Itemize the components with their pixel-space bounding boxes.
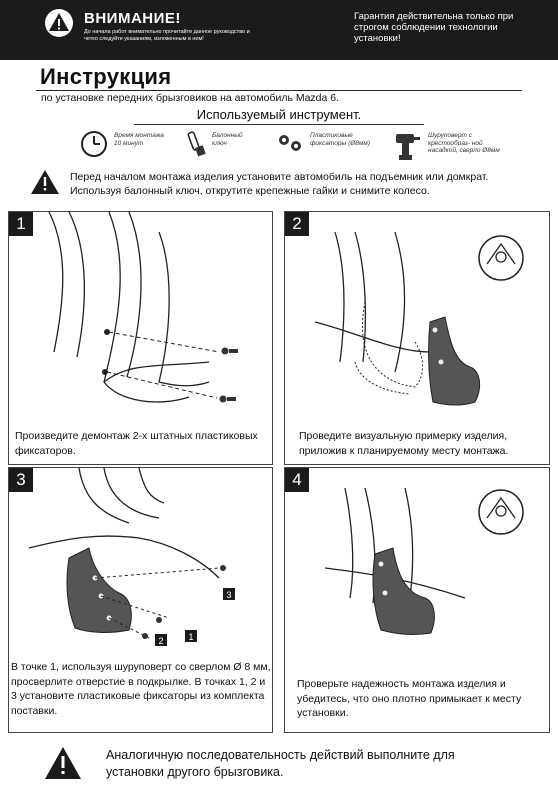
warning-triangle-icon: [44, 8, 74, 38]
eye-icon: [486, 242, 516, 265]
tool-label: Шуруповерт с крестообраз- ной насадкой, …: [428, 132, 500, 154]
page-subtitle: по установке передних брызговиков на авт…: [41, 92, 340, 104]
step-text: Проверьте надежность монтажа изделия и у…: [297, 678, 522, 719]
callout-3: 3: [226, 590, 231, 600]
step-text: В точке 1, используя шуруповерт со сверл…: [11, 661, 271, 717]
step-panel-3: 1 2 3 3 В точке 1, используя шуруповерт …: [8, 467, 273, 733]
eye-icon: [486, 496, 516, 519]
title-divider: [36, 90, 522, 91]
step-text: Произведите демонтаж 2-х штатных пластик…: [15, 430, 258, 457]
step-panel-4: 4 Проверьте надежность монтажа изделия и…: [284, 467, 550, 733]
step-panel-2: 2 Проведите визуальную примерку изделия,…: [284, 211, 550, 465]
callout-badge-1: [185, 630, 197, 642]
callout-badge-3: [223, 588, 235, 600]
preparation-note: Перед началом монтажа изделия установите…: [70, 171, 489, 197]
step-3-illustration: 1 2 3: [28, 468, 235, 646]
wrench-icon: [187, 131, 206, 157]
page-title: Инструкция: [40, 64, 172, 89]
step-number-badge: 1: [9, 212, 33, 236]
warning-note: До начала работ внимательно прочитайте д…: [84, 29, 250, 42]
warning-title: ВНИМАНИЕ!: [84, 10, 181, 27]
tool-item-clips: Пластиковые фиксаторы (Ø8мм): [276, 130, 376, 162]
tool-label: Балонный ключ: [212, 132, 243, 147]
tools-divider: [134, 124, 424, 125]
tools-heading: Используемый инструмент.: [196, 107, 362, 122]
callout-badge-2: [155, 634, 167, 646]
warning-triangle-icon: [44, 746, 82, 780]
tool-label: Время монтажа 10 минут: [114, 132, 164, 147]
step-2-illustration: [314, 231, 524, 406]
footer-note: Аналогичную последовательность действий …: [106, 748, 455, 779]
warning-triangle-icon: [30, 169, 60, 195]
tool-item-screwdriver: Шуруповерт с крестообраз- ной насадкой, …: [392, 130, 512, 162]
step-4-illustration: [324, 487, 524, 635]
step-text: Проведите визуальную примерку изделия, п…: [299, 430, 509, 457]
step-panel-1: 1 Произведите демонтаж 2-х штатных пласт…: [8, 211, 273, 465]
clock-icon: [81, 131, 107, 157]
tool-label: Пластиковые фиксаторы (Ø8мм): [310, 132, 370, 147]
step-number-badge: 2: [285, 212, 309, 236]
screwdriver-icon: [396, 134, 420, 160]
step-number-badge: 3: [9, 468, 33, 492]
tool-item-wrench: Балонный ключ: [180, 130, 260, 162]
warning-banner: ВНИМАНИЕ! До начала работ внимательно пр…: [0, 0, 558, 60]
tool-item-time: Время монтажа 10 минут: [80, 130, 170, 162]
step-number-badge: 4: [285, 468, 309, 492]
clips-icon: [279, 135, 301, 151]
callout-1: 1: [188, 632, 193, 642]
guarantee-note: Гарантия действительна только при строго…: [354, 11, 514, 44]
callout-2: 2: [158, 636, 163, 646]
step-1-illustration: [48, 212, 238, 403]
